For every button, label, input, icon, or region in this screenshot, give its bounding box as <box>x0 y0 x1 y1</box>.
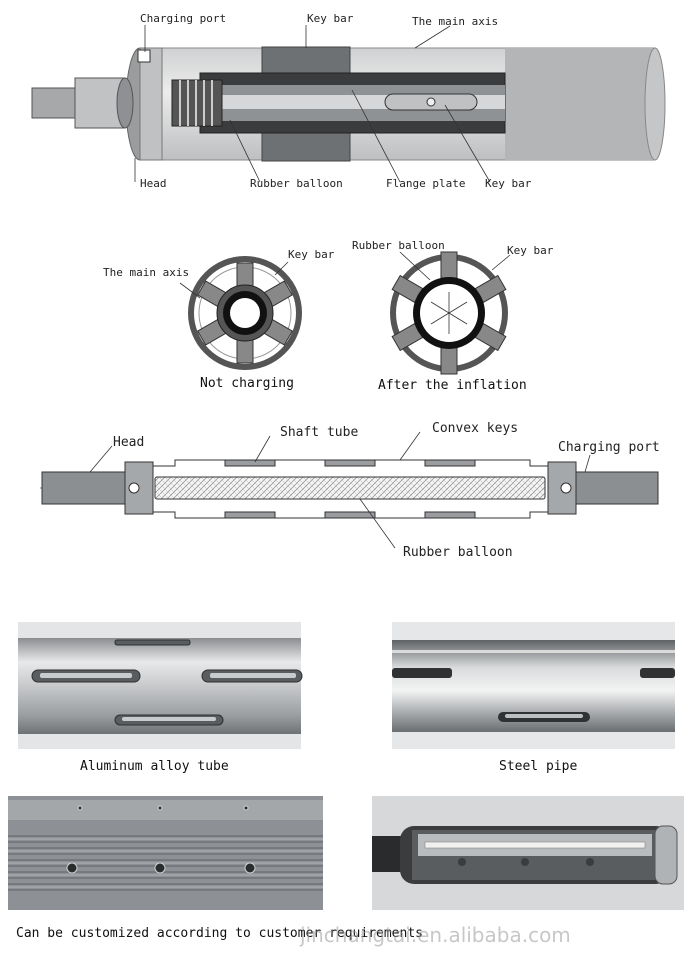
longitudinal-section <box>40 431 660 549</box>
ribbed-aluminum-tube-photo <box>8 796 323 910</box>
watermark-text: jinchangtai.en.alibaba.com <box>299 923 571 947</box>
cross-section-not-charging <box>179 256 302 370</box>
caption-not-charging: Not charging <box>200 376 294 391</box>
label-head: Head <box>140 177 167 190</box>
aluminum-alloy-tube-photo <box>18 622 303 749</box>
label-convex-keys: Convex keys <box>432 421 518 436</box>
steel-pipe-photo <box>392 622 675 749</box>
label-rubber-balloon: Rubber balloon <box>250 177 343 190</box>
label-left-key-bar: Key bar <box>288 248 335 261</box>
label-s3-rubber-balloon: Rubber balloon <box>403 545 513 560</box>
label-right-key-bar: Key bar <box>507 244 554 257</box>
caption-steel-pipe: Steel pipe <box>499 759 577 774</box>
label-flange-plate: Flange plate <box>386 177 465 190</box>
cross-section-after-inflation <box>390 251 511 375</box>
caption-after-inflation: After the inflation <box>378 378 527 393</box>
label-s3-head: Head <box>113 435 144 450</box>
caption-customized: Can be customized according to customer … <box>16 926 423 941</box>
label-s3-charging-port: Charging port <box>558 440 660 455</box>
label-key-bar-bottom: Key bar <box>485 177 532 190</box>
label-main-axis: The main axis <box>412 15 498 28</box>
label-charging-port: Charging port <box>140 12 226 25</box>
label-key-bar: Key bar <box>307 12 354 25</box>
label-shaft-tube: Shaft tube <box>280 425 358 440</box>
steel-shaft-with-scale-photo <box>372 796 684 910</box>
label-left-main-axis: The main axis <box>103 266 189 279</box>
caption-aluminum-alloy-tube: Aluminum alloy tube <box>80 759 229 774</box>
rubber-balloon-threads <box>171 79 223 127</box>
cutaway-shaft-illustration <box>31 25 666 183</box>
label-right-rubber-balloon: Rubber balloon <box>352 239 445 252</box>
